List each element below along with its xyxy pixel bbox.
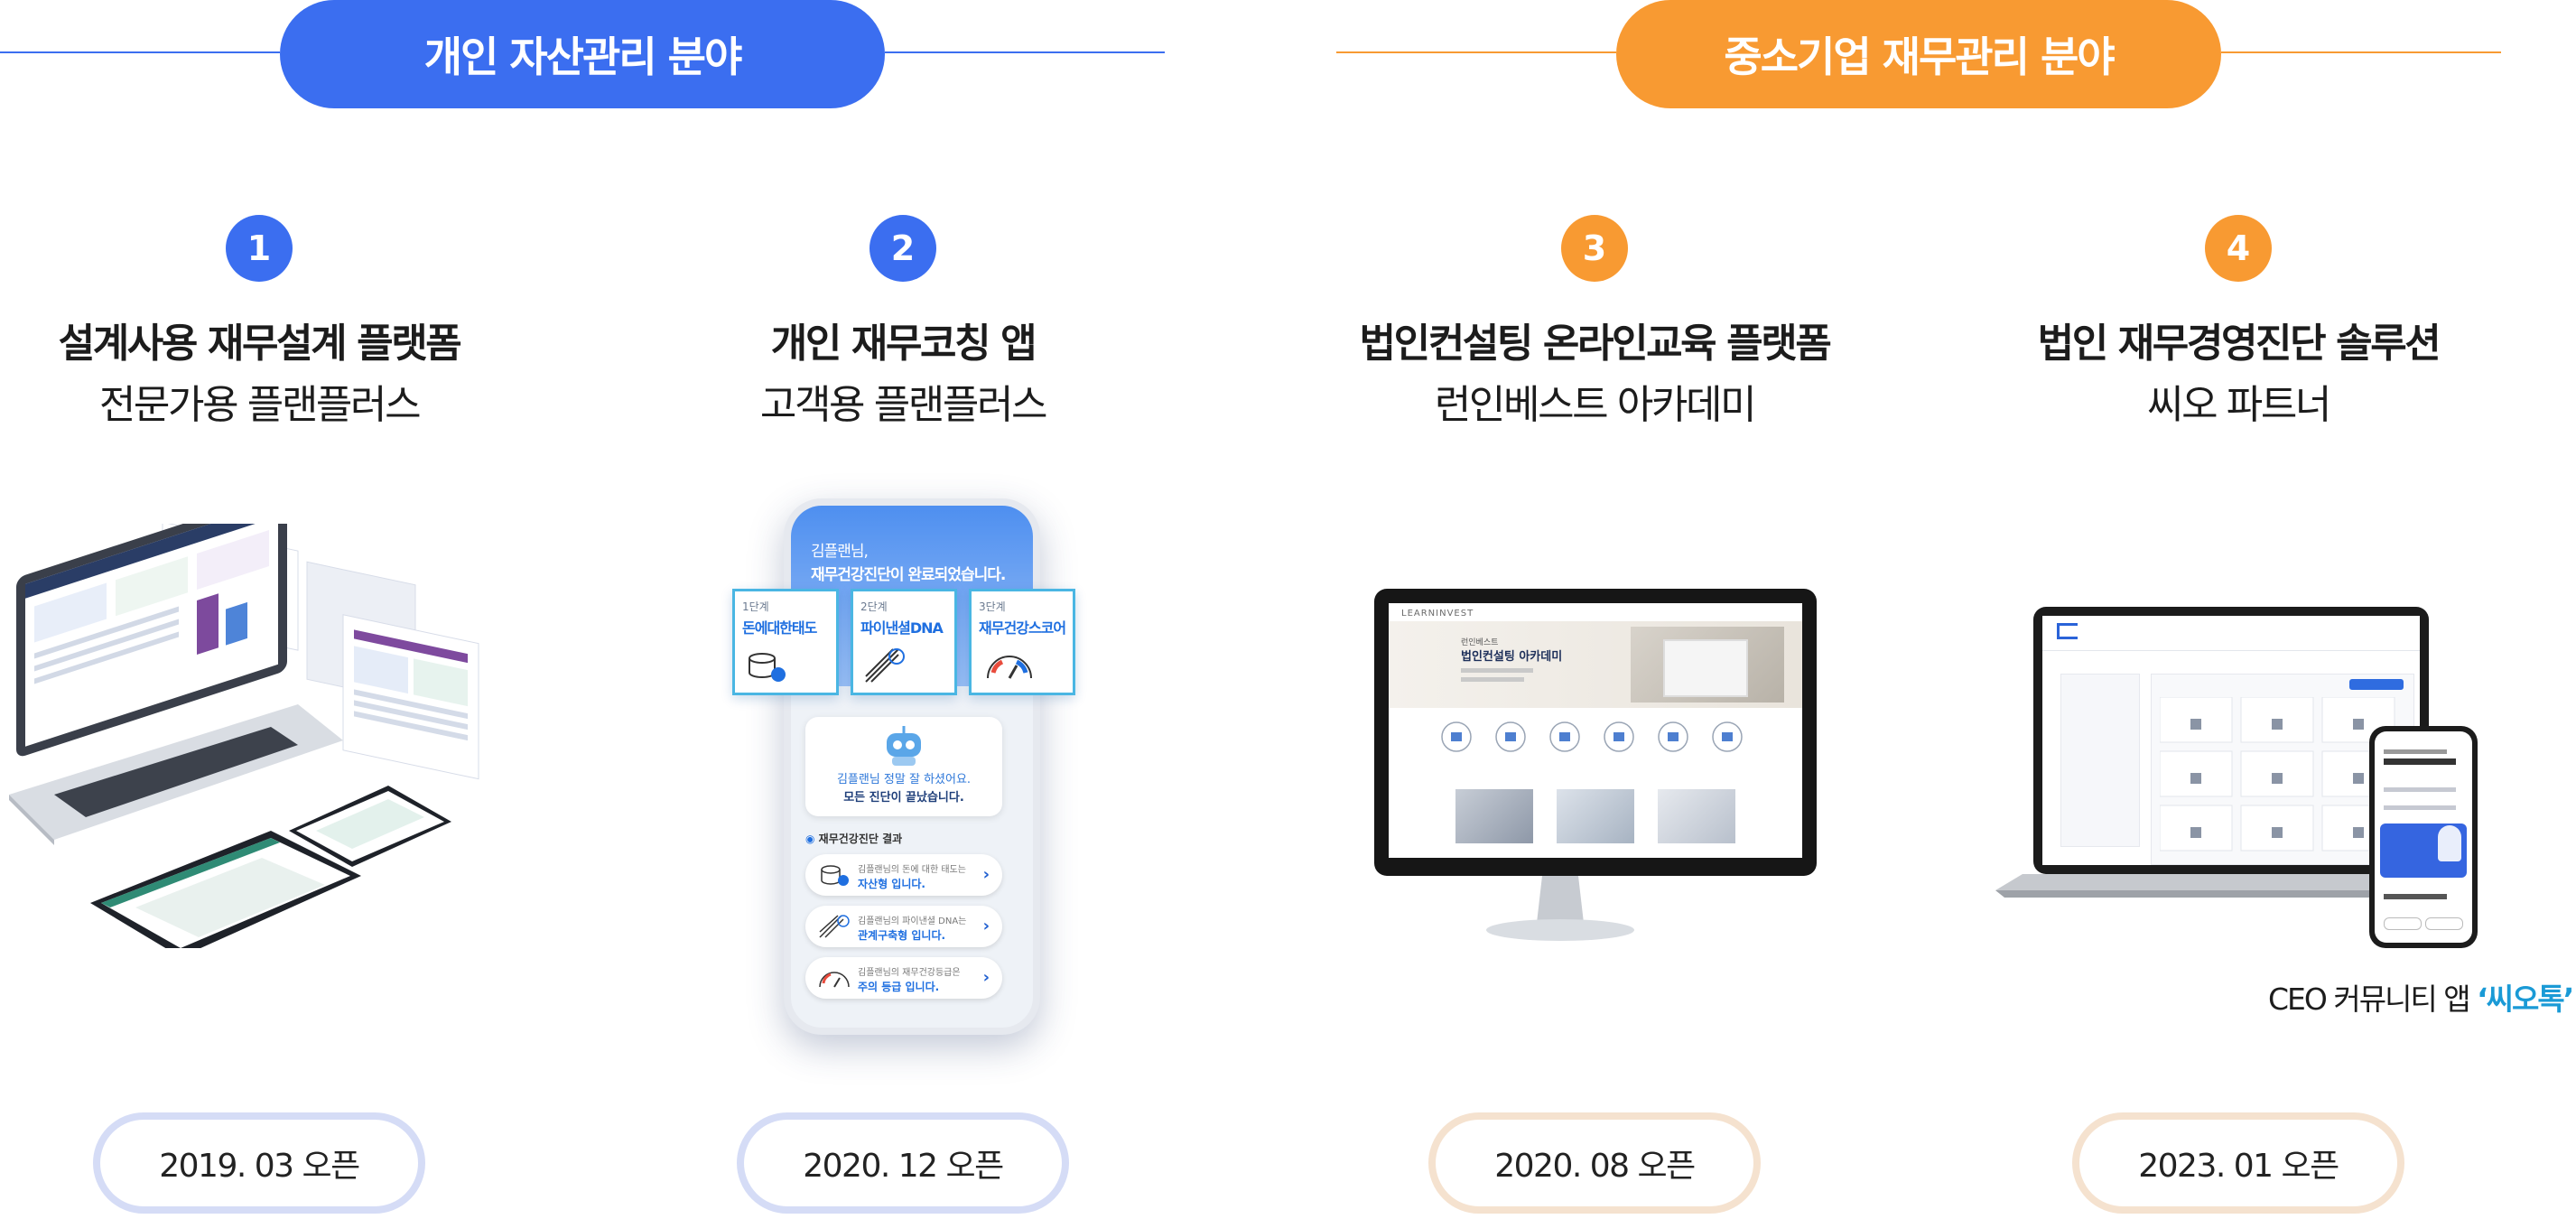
dashboard-tiles-icon	[2160, 697, 2395, 851]
product-column-2: 2 개인 재무코칭 앱 고객용 플랜플러스 2020. 12 오픈	[632, 0, 1174, 1219]
diagnosis-step-3[interactable]: 3단계 재무건강스코어	[969, 589, 1075, 695]
gauge-icon	[987, 656, 1032, 679]
sme-line-left	[1336, 51, 1616, 53]
monitor-stand-icon	[1486, 876, 1634, 941]
ceo-logo-icon	[2057, 623, 2078, 639]
personal-section-header: 개인 자산관리 분야	[280, 0, 885, 108]
product-title-1: 설계사용 재무설계 플랫폼	[58, 321, 462, 367]
diagnosis-step-2[interactable]: 2단계 파이낸셜DNA	[851, 589, 957, 695]
ceo-community-app-caption: CEO 커뮤니티 앱 ‘씨오톡’	[2268, 982, 2574, 1017]
chevron-right-icon: ›	[982, 917, 990, 935]
academy-menu-icons	[1441, 721, 1743, 752]
coins-icon	[749, 653, 786, 682]
ceo-laptop-base	[1995, 874, 2474, 901]
product-title-3: 법인컨설팅 온라인교육 플랫폼	[1359, 321, 1832, 367]
ceotalk-phone	[2369, 726, 2478, 948]
result-row-1[interactable]: 김플랜님의 돈에 대한 태도는 자산형 입니다. ›	[805, 854, 1002, 896]
product-subtitle-2: 고객용 플랜플러스	[759, 382, 1048, 428]
product-column-4: 4 법인 재무경영진단 솔루션 씨오 파트너 2023. 01 오픈	[1967, 0, 2509, 1219]
chevron-right-icon: ›	[982, 865, 990, 884]
result-row-3[interactable]: 김플랜님의 재무건강등급은 주의 등급 입니다. ›	[805, 957, 1002, 999]
chevron-right-icon: ›	[982, 968, 990, 987]
step-number-2: 2	[870, 215, 936, 282]
dna-icon	[819, 915, 850, 938]
diagnosis-step-1[interactable]: 1단계 돈에대한태도	[732, 589, 839, 695]
laptop-base-icon	[1995, 874, 2474, 898]
product-title-4: 법인 재무경영진단 솔루션	[2037, 321, 2441, 367]
product-column-3: 3 법인컨설팅 온라인교육 플랫폼 런인베스트 아카데미 2020. 08 오픈	[1324, 0, 1865, 1219]
academy-hero: 런인베스트 법인컨설팅 아카데미	[1389, 621, 1802, 708]
sme-line-right	[2221, 51, 2501, 53]
result-row-2[interactable]: 김플랜님의 파이낸셜 DNA는 관계구축형 입니다. ›	[805, 906, 1002, 947]
diagnosis-complete-card: 김플랜님 정말 잘 하셨어요. 모든 진단이 끝났습니다.	[805, 717, 1002, 816]
ceotalk-name: ‘씨오톡’	[2477, 982, 2574, 1017]
academy-website: LEARNINVEST 런인베스트 법인컨설팅 아카데미	[1389, 603, 1802, 858]
sme-section-header: 중소기업 재무관리 분야	[1616, 0, 2221, 108]
product-column-1: 1 설계사용 재무설계 플랫폼 전문가용 플랜플러스 2019. 03 오픈	[0, 0, 530, 1219]
phone-greeting: 김플랜님, 재무건강진단이 완료되었습니다.	[811, 543, 1006, 584]
results-heading: ◉ 재무건강진단 결과	[805, 833, 903, 845]
academy-logo: LEARNINVEST	[1401, 609, 1474, 619]
open-date-badge-1: 2019. 03 오픈	[93, 1112, 425, 1214]
product-subtitle-3: 런인베스트 아카데미	[1434, 382, 1757, 428]
product-subtitle-1: 전문가용 플랜플러스	[98, 382, 422, 428]
open-date-badge-4: 2023. 01 오픈	[2072, 1112, 2404, 1214]
open-date-badge-2: 2020. 12 오픈	[737, 1112, 1069, 1214]
step-number-3: 3	[1561, 215, 1628, 282]
ceo-partner-dashboard	[2042, 616, 2420, 865]
product-subtitle-4: 씨오 파트너	[2147, 382, 2331, 428]
laptop-icon	[9, 492, 479, 957]
dna-icon	[865, 648, 905, 683]
personal-line-right	[885, 51, 1165, 53]
gauge-icon	[819, 972, 850, 988]
open-date-badge-3: 2020. 08 오픈	[1428, 1112, 1761, 1214]
robot-mascot-icon	[887, 726, 921, 766]
planplus-pro-illustration	[0, 492, 524, 957]
step-number-4: 4	[2205, 215, 2272, 282]
personal-line-left	[0, 51, 280, 53]
step-number-1: 1	[226, 215, 293, 282]
product-title-2: 개인 재무코칭 앱	[770, 321, 1037, 367]
coins-icon	[821, 865, 849, 886]
academy-monitor: LEARNINVEST 런인베스트 법인컨설팅 아카데미	[1374, 589, 1817, 876]
info-icon: ◉	[805, 833, 815, 845]
